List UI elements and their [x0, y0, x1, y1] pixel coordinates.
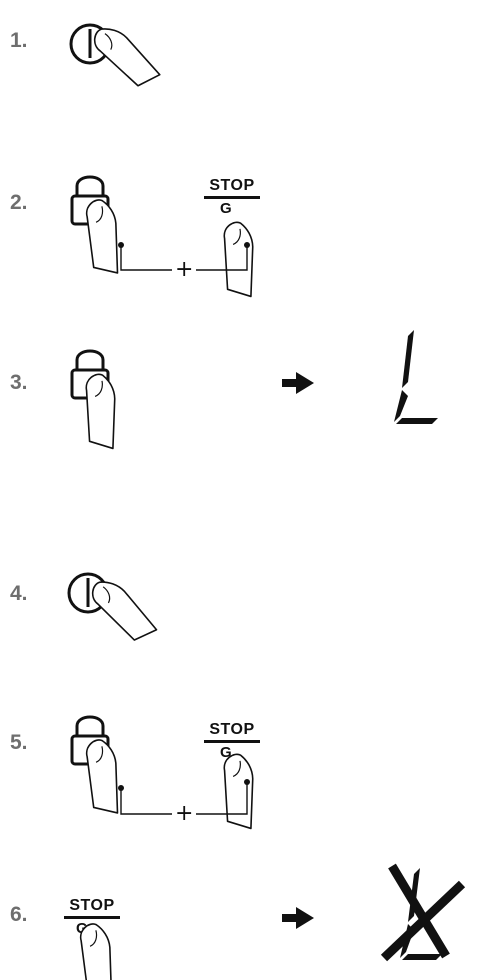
combine-plus: +: [172, 802, 197, 826]
cross-icon: [380, 863, 466, 962]
finger-icon: [91, 581, 158, 641]
step-number: 1.: [10, 29, 28, 52]
stop-button-label: STOP: [209, 721, 255, 738]
step-2: 2. STOP G +: [0, 160, 501, 300]
stop-button[interactable]: STOP G: [64, 898, 120, 936]
stop-button-sub: G: [76, 920, 88, 937]
finger-icon: [79, 923, 113, 980]
step-number: 2.: [10, 191, 28, 214]
stop-button-divider: [64, 916, 120, 919]
step-3: 3.: [0, 320, 501, 450]
step-4-figure: [67, 572, 158, 641]
stop-button-divider: [204, 740, 260, 743]
finger-icon: [223, 221, 254, 298]
arrow-right-icon: [282, 372, 314, 394]
step-number: 3.: [10, 371, 28, 394]
finger-icon: [85, 199, 119, 274]
stop-button-sub: G: [220, 200, 232, 217]
step-1-figure: [69, 23, 161, 87]
step-number: 4.: [10, 582, 28, 605]
stop-button-label: STOP: [209, 177, 255, 194]
step-1: 1.: [0, 0, 501, 100]
step-6-figure: [79, 863, 466, 980]
stop-button-sub: G: [220, 744, 232, 761]
step-2-figure: [70, 175, 254, 298]
finger-icon: [223, 753, 254, 830]
step-4: 4.: [0, 555, 501, 650]
stop-button[interactable]: STOP G: [204, 178, 260, 216]
step-6: 6. STOP G: [0, 860, 501, 980]
step-5: 5. STOP G +: [0, 700, 501, 835]
finger-icon: [93, 28, 161, 87]
finger-icon: [85, 373, 116, 450]
step-number: 6.: [10, 903, 28, 926]
finger-icon: [85, 739, 119, 814]
stop-button-divider: [204, 196, 260, 199]
combine-plus: +: [172, 258, 197, 282]
step-number: 5.: [10, 731, 28, 754]
stop-button-label: STOP: [69, 897, 115, 914]
stop-button[interactable]: STOP G: [204, 722, 260, 760]
step-3-figure: [70, 330, 438, 450]
arrow-right-icon: [282, 907, 314, 929]
seven-segment-l-icon: [394, 330, 438, 424]
step-5-figure: [70, 715, 254, 830]
